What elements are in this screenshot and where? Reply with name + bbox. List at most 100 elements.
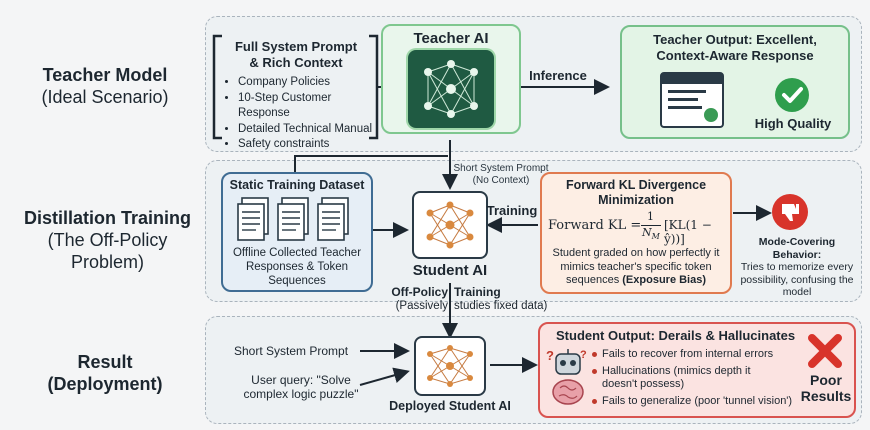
kl-title-1: Forward KL Divergence: [565, 178, 707, 192]
student-output-title: Student Output: Derails & Hallucinates: [556, 328, 796, 343]
dataset-desc: Offline Collected Teacher Responses & To…: [221, 246, 373, 288]
neural-network-icon: [424, 60, 478, 118]
bullet-text: Fails to generalize (poor 'tunnel vision…: [602, 394, 793, 407]
teacher-ai-chip: [408, 50, 494, 128]
off-policy-right-1: Training: [454, 285, 501, 299]
kl-formula-den-n: N: [642, 226, 652, 239]
kl-desc: Student graded on how perfectly it mimic…: [540, 247, 732, 288]
svg-text:?: ?: [580, 349, 587, 361]
kl-box: [540, 172, 732, 294]
dataset-desc-1: Offline Collected Teacher: [232, 247, 362, 259]
short-prompt-note-1: Short System Prompt: [453, 163, 549, 174]
bullet-text: Hallucinations (mimics depth it: [602, 364, 751, 377]
kl-title: Forward KL Divergence Minimization: [540, 178, 732, 208]
mode-covering-1: Tries to memorize every: [740, 261, 854, 273]
mode-covering-3: model: [782, 286, 812, 298]
off-policy-right: Training studies fixed data): [454, 285, 564, 313]
deploy-short-prompt: Short System Prompt: [234, 344, 349, 358]
off-policy-right-2: studies fixed data): [454, 299, 548, 312]
training-label: Training: [486, 203, 538, 218]
kl-formula-num: 1: [647, 210, 654, 223]
student-ai-label: Student AI: [412, 262, 488, 279]
deployed-student-chip: [414, 336, 486, 396]
teacher-row-title: Teacher Model: [42, 65, 168, 85]
bullet-dot-icon: [592, 398, 597, 404]
kl-formula-den-sub: M: [651, 232, 660, 242]
x-mark-icon: [806, 332, 844, 370]
kl-desc-1: Student graded on how perfectly it: [552, 247, 720, 259]
system-prompt-title: Full System Prompt & Rich Context: [222, 39, 370, 71]
deploy-user-query-2: complex logic puzzle": [243, 387, 359, 401]
off-policy-left-1: Off-Policy: [391, 285, 448, 299]
distill-row-label: Distillation Training (The Off-Policy Pr…: [10, 207, 205, 273]
kl-title-2: Minimization: [598, 193, 674, 207]
distill-row-subtitle-1: (The Off-Policy: [47, 230, 168, 250]
mode-covering-title: Mode-Covering Behavior:: [758, 236, 836, 261]
result-row-title-1: Result: [77, 352, 133, 372]
student-ai-chip: [412, 191, 488, 259]
teacher-output-box: [620, 25, 850, 139]
kl-desc-3: sequences: [565, 274, 620, 286]
robot-brain-icon: ? ?: [546, 346, 590, 410]
dataset-title: Static Training Dataset: [229, 178, 365, 192]
kl-desc-bold: (Exposure Bias): [622, 274, 707, 286]
poor-results: Poor Results: [796, 372, 856, 404]
teacher-ai-label: Teacher AI: [413, 30, 489, 47]
system-prompt-item: Company Policies: [238, 75, 376, 91]
student-output-bullet: Fails to recover from internal errors: [592, 348, 798, 362]
result-row-title-2: (Deployment): [47, 374, 163, 394]
deployed-network-icon: [427, 345, 473, 387]
thumbs-down-icon: [772, 194, 808, 230]
svg-text:?: ?: [546, 348, 554, 363]
deploy-user-query-1: User query: "Solve: [251, 373, 351, 387]
teacher-output-title-2: Context-Aware Response: [656, 48, 814, 63]
poor-results-2: Results: [800, 388, 852, 404]
short-prompt-note: Short System Prompt (No Context): [452, 163, 550, 187]
prompt-left-bracket: [212, 34, 222, 140]
student-output-bullets: Fails to recover from internal errors Ha…: [592, 348, 798, 408]
check-icon: [775, 78, 809, 112]
dataset-desc-2: Responses & Token: [245, 261, 349, 273]
off-policy-left: Off-Policy (Passively: [380, 285, 448, 313]
bullet-text: doesn't possess): [602, 378, 685, 390]
mode-covering: Mode-Covering Behavior: Tries to memoriz…: [735, 236, 859, 299]
student-network-icon: [426, 201, 474, 249]
system-prompt-item: Safety constraints: [238, 137, 376, 153]
high-quality-label: High Quality: [754, 116, 832, 131]
result-row-label: Result (Deployment): [20, 351, 190, 395]
student-output-bullet: Hallucinations (mimics depth it doesn't …: [592, 365, 798, 392]
system-prompt-item: 10-Step Customer Response: [238, 91, 376, 122]
deployed-student-label: Deployed Student AI: [389, 399, 511, 413]
teacher-row-label: Teacher Model (Ideal Scenario): [10, 64, 200, 108]
poor-results-1: Poor: [810, 372, 842, 388]
dataset-desc-3: Sequences: [268, 275, 326, 287]
kl-formula-body: [KL(1 − ŷ))]: [664, 218, 712, 246]
system-prompt-item: Detailed Technical Manual: [238, 122, 376, 138]
deploy-user-query: User query: "Solve complex logic puzzle": [242, 373, 360, 401]
kl-desc-2: mimics teacher's specific token: [560, 260, 712, 273]
teacher-output-title: Teacher Output: Excellent, Context-Aware…: [620, 32, 850, 64]
system-prompt-title-1: Full System Prompt: [234, 39, 358, 54]
dataset-to-teacher-line: [294, 155, 448, 172]
bullet-dot-icon: [592, 352, 597, 357]
off-policy-left-2: (Passively: [395, 299, 448, 312]
system-prompt-title-2: & Rich Context: [249, 55, 343, 70]
kl-formula: Forward KL = 1 NM [KL(1 − ŷ))]: [548, 210, 728, 246]
distill-row-title: Distillation Training: [23, 208, 191, 228]
bullet-text: Fails to recover from internal errors: [602, 348, 774, 360]
mode-covering-2: possibility, confusing the: [740, 273, 854, 286]
student-output-box: [538, 322, 856, 418]
distill-row-subtitle-2: Problem): [70, 252, 145, 272]
kl-formula-den: NM: [642, 226, 660, 241]
kl-fraction-bar: [641, 225, 661, 226]
teacher-output-title-1: Teacher Output: Excellent,: [653, 32, 817, 47]
student-output-bullet: Fails to generalize (poor 'tunnel vision…: [592, 395, 798, 409]
inference-label: Inference: [529, 68, 587, 83]
document-icon: [660, 72, 724, 128]
documents-icon: [236, 196, 358, 244]
short-prompt-note-2: (No Context): [472, 175, 530, 186]
query-arrow: [359, 367, 410, 386]
teacher-row-subtitle: (Ideal Scenario): [41, 87, 169, 107]
bullet-dot-icon: [592, 368, 597, 374]
